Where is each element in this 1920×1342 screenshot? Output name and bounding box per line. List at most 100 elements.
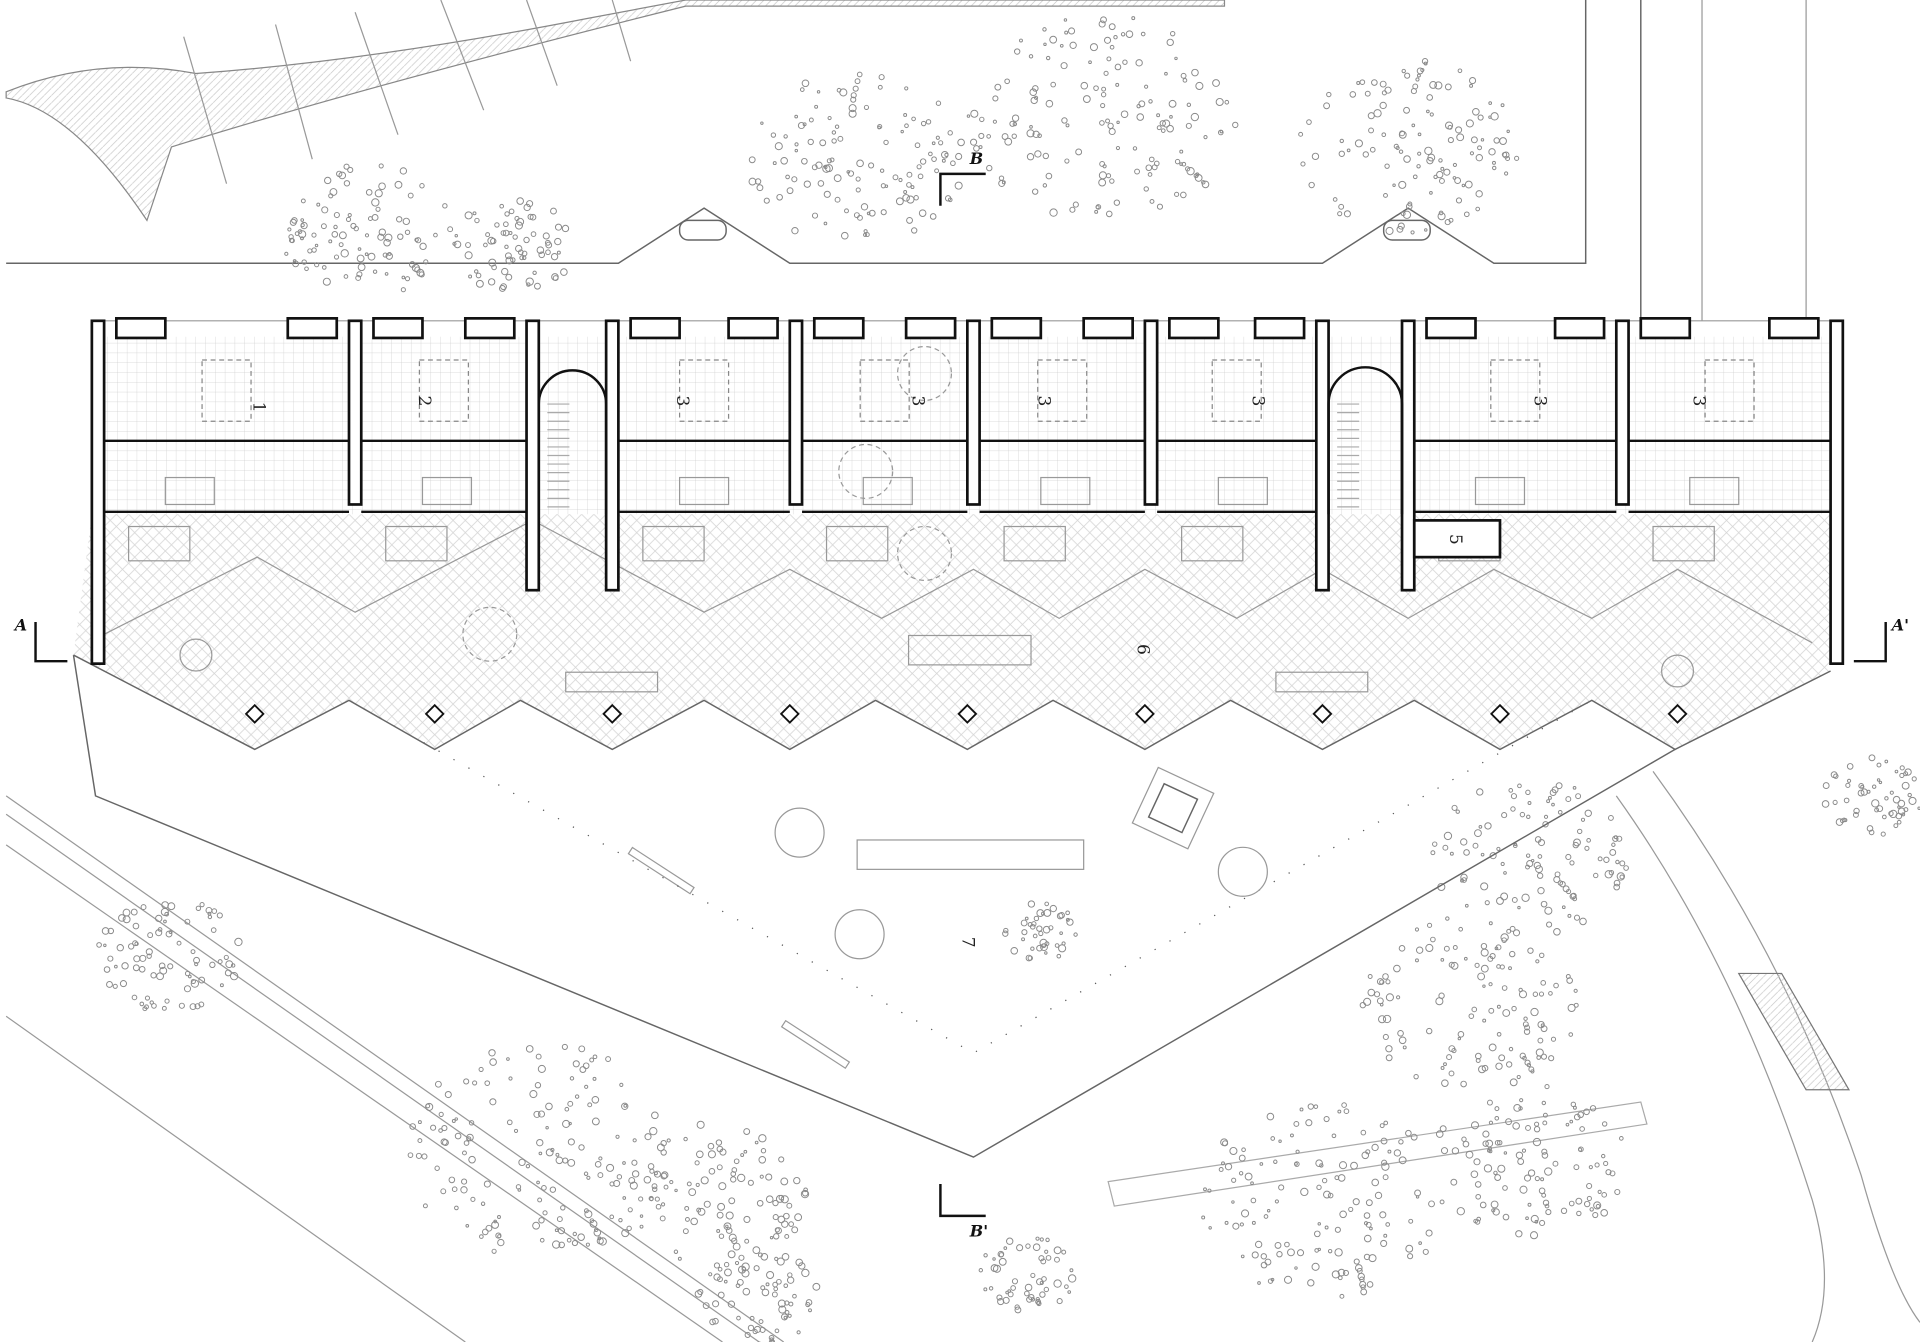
foliage-mark bbox=[190, 979, 200, 988]
foliage-mark bbox=[316, 202, 321, 207]
foliage-mark bbox=[1822, 782, 1830, 790]
foliage-mark bbox=[935, 135, 940, 140]
foliage-mark bbox=[1240, 1254, 1245, 1259]
foliage-mark bbox=[1042, 152, 1050, 160]
foliage-mark bbox=[716, 1145, 724, 1153]
foliage-mark bbox=[1541, 1192, 1547, 1198]
foliage-mark bbox=[1398, 1036, 1407, 1045]
foliage-mark bbox=[957, 138, 965, 147]
foliage-mark bbox=[748, 156, 756, 164]
column bbox=[244, 703, 265, 724]
gallery-label: 6 bbox=[1133, 644, 1153, 655]
foliage-mark bbox=[1495, 944, 1502, 951]
parking-stripes bbox=[183, 0, 632, 184]
foliage-mark bbox=[831, 130, 837, 135]
foliage-mark bbox=[892, 174, 899, 181]
foliage-mark bbox=[756, 184, 764, 192]
foliage-mark bbox=[1341, 1102, 1347, 1108]
foliage-mark bbox=[1405, 1244, 1414, 1253]
foliage-mark bbox=[1037, 133, 1042, 138]
foliage-mark bbox=[1169, 30, 1176, 37]
foliage-mark bbox=[1504, 171, 1509, 176]
foliage-mark bbox=[994, 83, 1002, 91]
foliage-mark bbox=[776, 1278, 782, 1285]
foliage-mark bbox=[418, 271, 425, 278]
foliage-mark bbox=[417, 1120, 422, 1125]
foliage-mark bbox=[1098, 171, 1107, 180]
party-wall bbox=[965, 319, 981, 506]
foliage-mark bbox=[718, 1182, 727, 1191]
foliage-mark bbox=[142, 1006, 148, 1012]
foliage-mark bbox=[289, 218, 297, 226]
foliage-mark bbox=[1541, 1152, 1549, 1159]
foliage-mark bbox=[1402, 210, 1412, 219]
foliage-mark bbox=[1416, 164, 1421, 169]
foliage-mark bbox=[1257, 1281, 1261, 1285]
foliage-mark bbox=[1011, 114, 1020, 122]
foliage-mark bbox=[1407, 1253, 1414, 1260]
foliage-mark bbox=[857, 214, 863, 221]
foliage-mark bbox=[1040, 1258, 1047, 1265]
foliage-mark bbox=[1404, 72, 1411, 79]
foliage-mark bbox=[1089, 43, 1098, 52]
foliage-mark bbox=[1496, 1004, 1501, 1009]
foliage-mark bbox=[1609, 849, 1617, 856]
foliage-mark bbox=[1042, 27, 1047, 32]
foliage-mark bbox=[1518, 990, 1528, 999]
foliage-mark bbox=[772, 161, 777, 166]
foliage-mark bbox=[781, 1220, 789, 1228]
foliage-mark bbox=[1343, 210, 1351, 218]
foliage-mark bbox=[738, 1254, 745, 1261]
foliage-mark bbox=[1616, 872, 1626, 881]
foliage-mark bbox=[343, 163, 350, 170]
foliage-mark bbox=[1615, 859, 1620, 865]
foliage-mark bbox=[481, 1228, 489, 1236]
foliage-mark bbox=[1379, 101, 1387, 110]
foliage-mark bbox=[345, 216, 352, 222]
foliage-mark bbox=[783, 1212, 790, 1220]
foliage-mark bbox=[707, 1142, 715, 1150]
foliage-mark bbox=[1399, 130, 1405, 137]
bed bbox=[859, 359, 910, 422]
party-wall bbox=[347, 319, 363, 506]
foliage-mark bbox=[561, 1043, 568, 1050]
foliage-mark bbox=[1145, 164, 1153, 172]
foliage-mark bbox=[1530, 1007, 1539, 1017]
foliage-mark bbox=[340, 249, 349, 258]
foliage-mark bbox=[1508, 966, 1512, 971]
svg-text:B': B' bbox=[969, 1222, 988, 1241]
foliage-mark bbox=[1523, 1016, 1528, 1021]
foliage-mark bbox=[560, 1205, 566, 1211]
courtyard-label: 7 bbox=[957, 937, 977, 948]
foliage-mark bbox=[1482, 1130, 1490, 1138]
foliage-mark bbox=[1381, 1162, 1390, 1171]
foliage-mark bbox=[1021, 929, 1028, 936]
courtyard bbox=[72, 654, 1676, 1158]
foliage-mark bbox=[1024, 916, 1029, 921]
foliage-mark bbox=[320, 223, 327, 230]
foliage-mark bbox=[1080, 81, 1089, 90]
foliage-mark bbox=[1619, 1136, 1624, 1141]
foliage-mark bbox=[864, 232, 870, 238]
foliage-mark bbox=[1843, 818, 1848, 823]
foliage-mark bbox=[387, 251, 392, 256]
foliage-mark bbox=[1398, 1139, 1404, 1145]
foliage-mark bbox=[747, 1179, 754, 1186]
foliage-mark bbox=[167, 963, 174, 970]
foliage-mark bbox=[1484, 822, 1492, 830]
foliage-mark bbox=[497, 1238, 505, 1247]
foliage-mark bbox=[597, 1172, 604, 1179]
foliage-mark bbox=[1569, 1119, 1574, 1124]
foliage-mark bbox=[1026, 1296, 1033, 1303]
foliage-mark bbox=[708, 1272, 713, 1277]
foliage-mark bbox=[1429, 112, 1434, 117]
foliage-mark bbox=[394, 180, 403, 189]
foliage-mark bbox=[802, 122, 807, 127]
foliage-mark bbox=[1540, 980, 1547, 986]
foliage-mark bbox=[1296, 1249, 1305, 1257]
foliage-mark bbox=[619, 1082, 624, 1087]
foliage-mark bbox=[519, 255, 525, 261]
window-pier bbox=[629, 317, 681, 340]
foliage-mark bbox=[1476, 1216, 1482, 1222]
foliage-mark bbox=[132, 964, 140, 972]
